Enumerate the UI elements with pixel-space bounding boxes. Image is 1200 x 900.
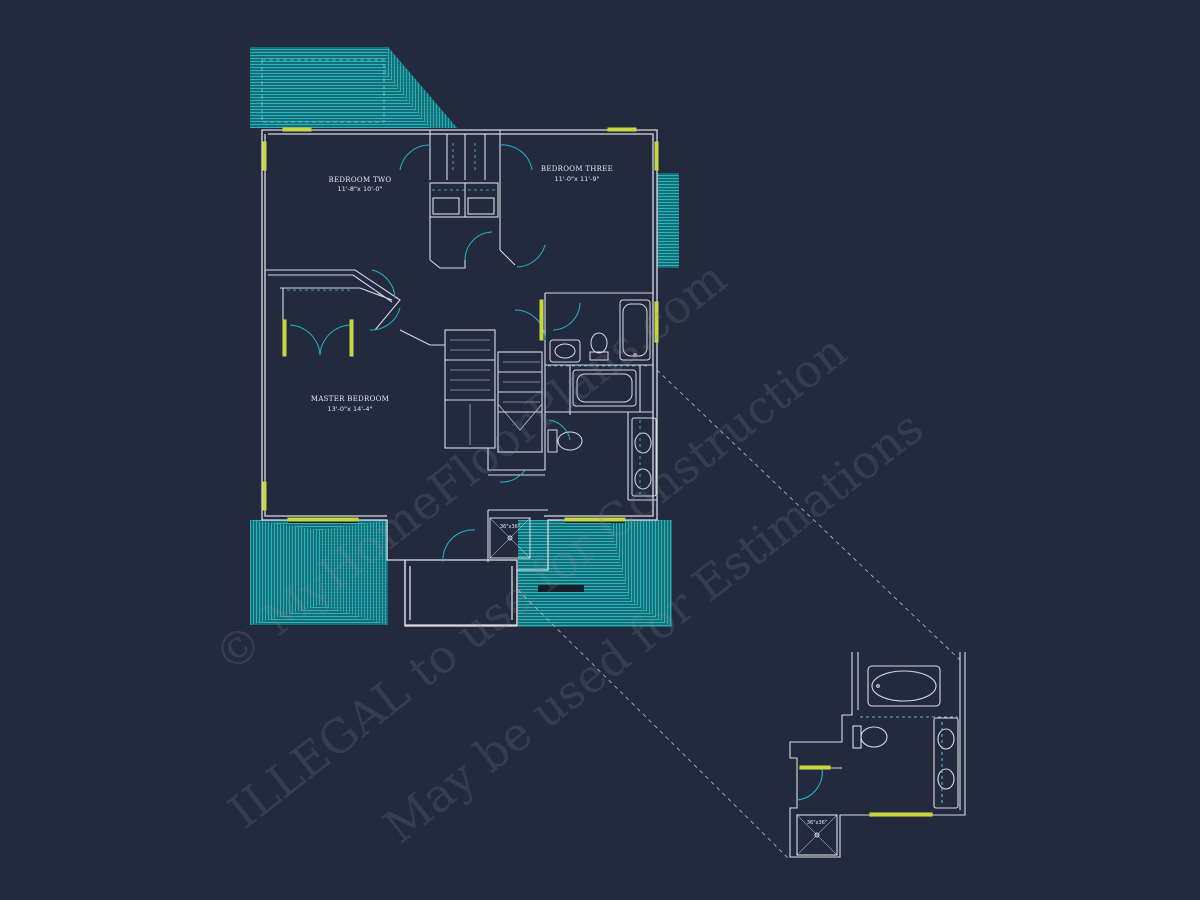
roof-right-small [657, 173, 679, 268]
interior-walls [265, 130, 657, 562]
detail-shower-label: 36"x36" [807, 820, 827, 826]
detail-leader-lines [517, 369, 961, 861]
roof-top-left [250, 47, 457, 128]
master-bedroom-size: 13'-0"x 14'-4" [328, 405, 373, 413]
roof-bottom-right [518, 517, 672, 627]
bedroom-two-size: 11'-8"x 10'-0" [338, 185, 383, 193]
dashed-lines [287, 140, 650, 495]
exterior-walls [261, 129, 658, 627]
master-bedroom-name: MASTER BEDROOM [311, 395, 389, 403]
room-labels: BEDROOM TWO 11'-8"x 10'-0" BEDROOM THREE… [311, 165, 613, 530]
bedroom-two-name: BEDROOM TWO [329, 176, 392, 184]
shower-label: 36"x36" [500, 524, 520, 530]
bedroom-three-name: BEDROOM THREE [541, 165, 613, 173]
windows [262, 127, 659, 522]
door-swings [289, 144, 581, 563]
bath-detail-inset [789, 652, 966, 858]
bedroom-three-size: 11'-0"x 11'-9" [555, 175, 600, 183]
plumbing-fixtures [489, 299, 657, 559]
roof-bottom-left [250, 517, 388, 625]
